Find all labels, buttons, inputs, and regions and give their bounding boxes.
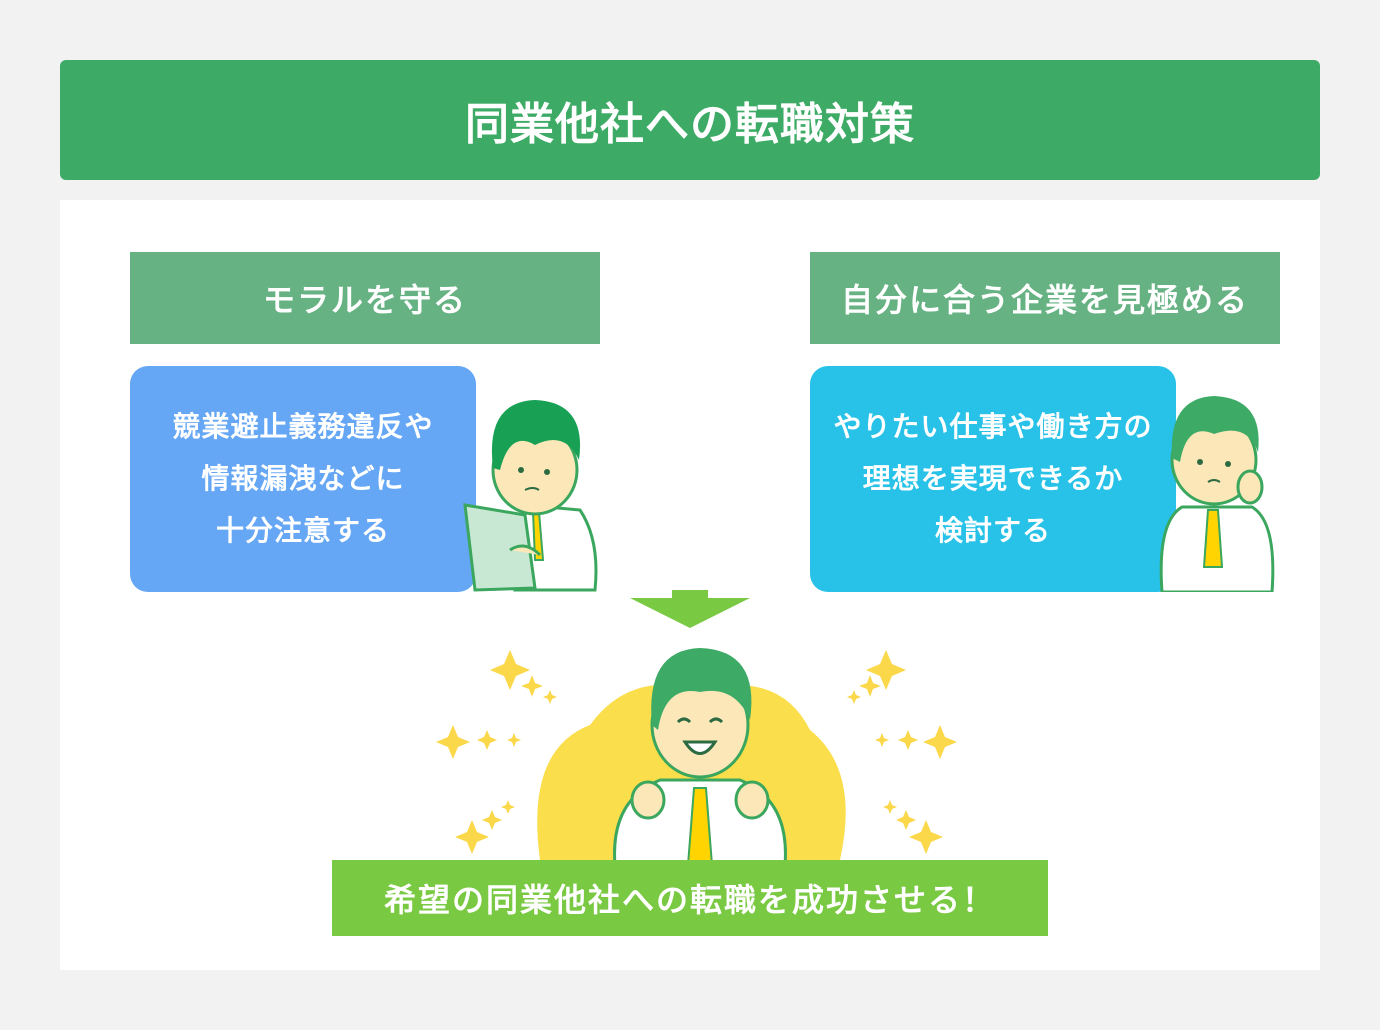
right-line: やりたい仕事や働き方の xyxy=(833,410,1153,443)
result-banner: 希望の同業他社への転職を成功させる！ xyxy=(332,860,1048,936)
right-description-box: やりたい仕事や働き方の 理想を実現できるか 検討する xyxy=(810,366,1176,592)
man-reading-icon xyxy=(463,400,598,592)
page-title: 同業他社への転職対策 xyxy=(60,60,1320,180)
left-heading: モラルを守る xyxy=(130,252,600,344)
right-heading: 自分に合う企業を見極める xyxy=(810,252,1280,344)
left-line: 情報漏洩などに xyxy=(201,462,405,495)
content-panel: モラルを守る 競業避止義務違反や 情報漏洩などに 十分注意する 自分に合う企業を… xyxy=(60,200,1320,970)
left-description-box: 競業避止義務違反や 情報漏洩などに 十分注意する xyxy=(130,366,476,592)
man-thinking-icon xyxy=(1159,396,1275,592)
right-line: 理想を実現できるか xyxy=(862,462,1124,495)
left-line: 競業避止義務違反や xyxy=(172,410,434,443)
left-line: 十分注意する xyxy=(215,514,390,547)
down-arrow-icon xyxy=(630,590,750,628)
man-celebrating-icon xyxy=(436,648,957,865)
right-line: 検討する xyxy=(934,514,1051,547)
